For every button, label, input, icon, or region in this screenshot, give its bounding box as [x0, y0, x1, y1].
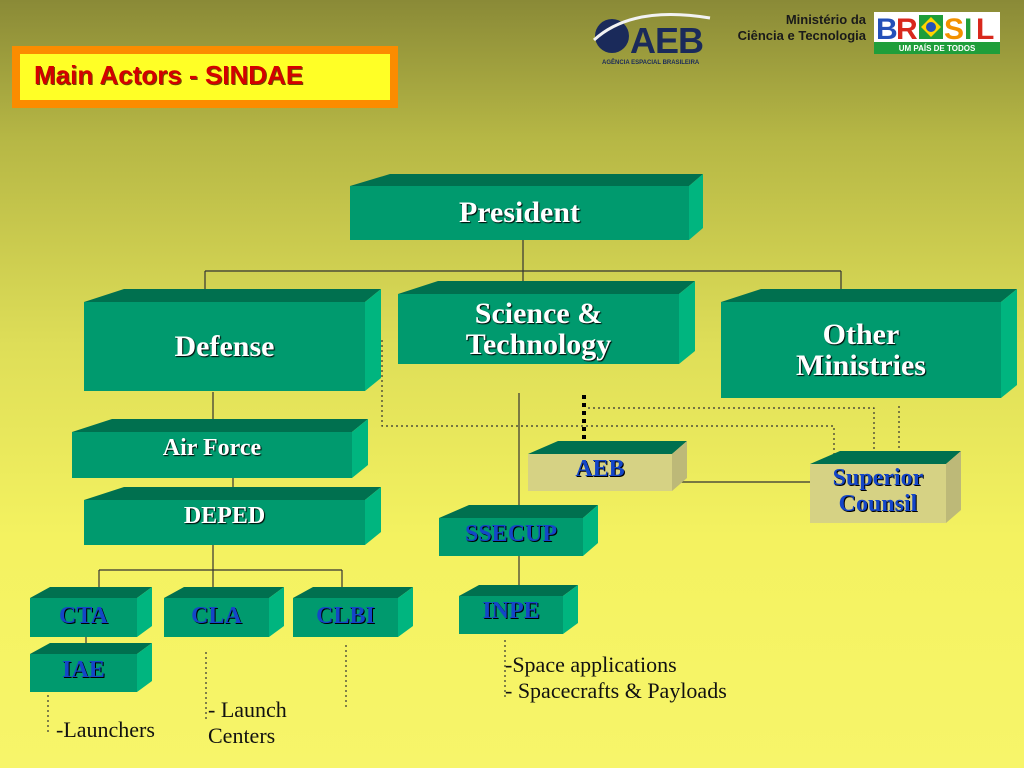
science-box-shape — [398, 281, 695, 364]
iae-box-shape — [30, 643, 152, 692]
slide-title: Main Actors - SINDAE — [20, 54, 390, 100]
science-line-2: Technology — [465, 328, 612, 361]
note-launch-centers-line-1: - Launch — [208, 697, 287, 722]
defense-box-shape — [84, 289, 381, 391]
svg-text:B: B — [876, 13, 899, 46]
ministry-label: Ministério da Ciência e Tecnologia — [706, 12, 866, 44]
other-line-2: Ministries — [796, 349, 926, 382]
defense-node: Defense — [174, 329, 275, 363]
header-logos: AEB AGÊNCIA ESPACIAL BRASILEIRA Ministér… — [584, 0, 1024, 70]
brasil-flag-icon: B R S I L UM PAÍS DE TODOS — [874, 12, 1000, 54]
iae-node: IAE — [62, 656, 105, 683]
note-spacecrafts-line: - Spacecrafts & Payloads — [505, 678, 727, 704]
science-technology-node: Science & Technology — [398, 294, 679, 364]
clbi-node: CLBI — [316, 602, 375, 629]
ssecup-box-shape — [439, 505, 598, 556]
title-banner: Main Actors - SINDAE — [12, 46, 398, 108]
superior-line-1: Superior — [832, 465, 924, 492]
aeb-box-shape — [528, 441, 687, 491]
aeb-logo: AEB AGÊNCIA ESPACIAL BRASILEIRA — [592, 10, 712, 66]
cta-box-shape — [30, 587, 152, 637]
note-launch-centers: - Launch Centers — [208, 697, 287, 750]
inpe-box-shape — [459, 585, 578, 634]
svg-text:R: R — [896, 13, 918, 46]
president-box-shape — [350, 174, 703, 240]
other-ministries-box-shape — [721, 289, 1017, 398]
svg-text:L: L — [976, 13, 994, 46]
inpe-node: INPE — [482, 598, 540, 625]
brasil-tagline: UM PAÍS DE TODOS — [899, 44, 976, 53]
air-force-node: Air Force — [162, 435, 262, 462]
air-force-box-shape — [72, 419, 368, 478]
aeb-logo-subtext: AGÊNCIA ESPACIAL BRASILEIRA — [602, 60, 700, 66]
cla-node: CLA — [191, 602, 242, 629]
superior-line-2: Counsil — [838, 490, 918, 517]
ministry-line-2: Ciência e Tecnologia — [737, 28, 866, 43]
cla-box-shape — [164, 587, 284, 637]
brasil-logo: B R S I L UM PAÍS DE TODOS — [874, 12, 1000, 54]
other-ministries-node: Other Ministries — [721, 302, 1001, 398]
svg-text:I: I — [964, 13, 972, 46]
aeb-node: AEB — [575, 456, 625, 483]
superior-counsil-box-shape — [810, 451, 961, 523]
note-space-apps-line: -Space applications — [505, 652, 677, 677]
note-launch-centers-line-2: Centers — [208, 723, 276, 749]
president-node: President — [458, 196, 581, 230]
cta-node: CTA — [59, 602, 108, 629]
science-line-1: Science & — [474, 296, 603, 330]
note-launchers: -Launchers — [56, 717, 155, 742]
aeb-logo-text: AEB — [630, 20, 704, 61]
superior-counsil-node: Superior Counsil — [810, 464, 946, 519]
ministry-line-1: Ministério da — [785, 12, 866, 27]
other-line-1: Other — [822, 317, 900, 351]
svg-text:S: S — [944, 13, 964, 46]
deped-box-shape — [84, 487, 381, 545]
deped-node: DEPED — [183, 503, 266, 530]
aeb-globe-icon — [592, 13, 711, 53]
clbi-box-shape — [293, 587, 413, 637]
note-space-apps: -Space applications - Spacecrafts & Payl… — [505, 652, 727, 705]
ssecup-node: SSECUP — [464, 521, 558, 548]
